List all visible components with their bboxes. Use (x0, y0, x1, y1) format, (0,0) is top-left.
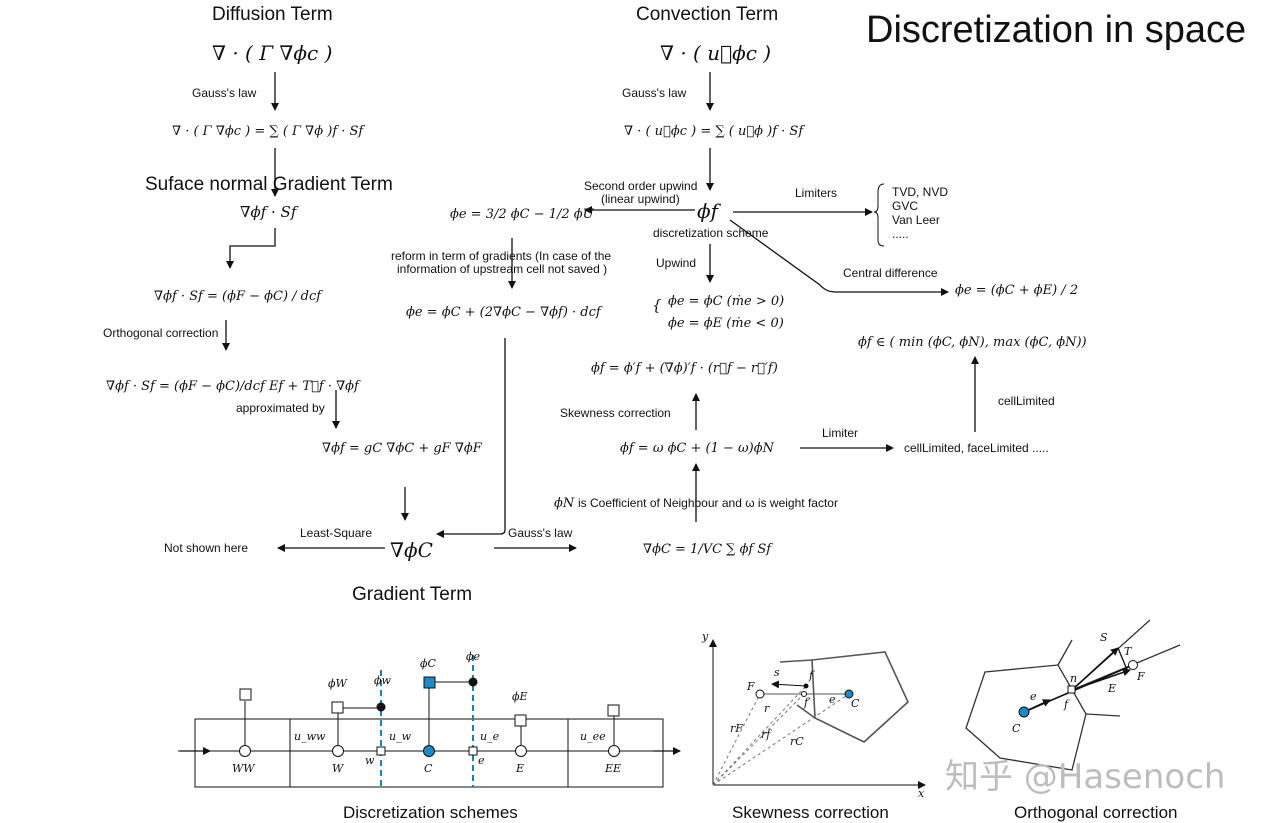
surface-normal-heading: Suface normal Gradient Term (145, 174, 393, 195)
skew-fprime-label: f′ (803, 696, 811, 709)
skew-rF-label: rF (730, 722, 743, 735)
interp-grad-eq: ∇ϕf = gC ∇ϕC + gF ∇ϕF (322, 441, 483, 456)
face-w-label: w (365, 754, 375, 767)
node-ee-label: EE (604, 762, 621, 775)
phi-e-face-label: ϕe (466, 650, 480, 663)
skew-e-label: e (829, 693, 836, 706)
orth-f-label: f (1063, 698, 1070, 711)
sngrad-simple-eq: ∇ϕf · Sf = (ϕF − ϕC) / dcf (154, 289, 323, 304)
schemes-figure: WW W C E EE w e u_ww u_w u_e u_ee ϕW ϕw … (178, 650, 681, 788)
phi-w-face-label: ϕw (374, 674, 391, 687)
skew-f-label: f (808, 669, 815, 682)
diffusion-heading: Diffusion Term (212, 4, 333, 25)
sngrad-to-simple-arrow (226, 228, 276, 269)
skew-eq: ϕf = ϕ′f + (∇ϕ)′f · (r⃗f − r⃗′f) (591, 361, 778, 376)
central-difference-eq: ϕe = (ϕC + ϕE) / 2 (955, 283, 1078, 298)
phi-w-node-label: ϕW (328, 677, 348, 690)
orthogonal-figure: S T E n e f F C (965, 619, 1181, 771)
convection-term-eq: ∇ · ( u⃗ϕc ) (660, 41, 771, 65)
phi-f-node: ϕf (697, 199, 722, 223)
u-w-label: u_w (389, 730, 412, 743)
least-square-label: Least-Square (300, 526, 372, 540)
convection-heading: Convection Term (636, 4, 778, 25)
celllimited-label: cellLimited (998, 394, 1055, 408)
coef-note: is Coefficient of Neighbour and ω is wei… (578, 496, 838, 510)
reform-eq: ϕe = ϕC + (2∇ϕC − ∇ϕf) · dcf (406, 305, 603, 320)
orth-E-label: E (1107, 682, 1116, 695)
limiters-brace (873, 183, 885, 247)
skew-r-label: r (764, 702, 770, 715)
reform-label-2: information of upstream cell not saved ) (397, 262, 607, 276)
skew-x-label: x (918, 787, 925, 800)
limiter-item-more: ..... (892, 227, 909, 241)
node-ww-label: WW (232, 762, 256, 775)
diffusion-term-eq: ∇ · ( Γ ∇ϕc ) (212, 41, 332, 65)
reform-to-gradient-arrow (436, 338, 506, 538)
disc-scheme-label: discretization scheme (653, 226, 769, 240)
schemes-caption: Discretization schemes (343, 803, 518, 822)
upwind-label: Upwind (656, 256, 696, 270)
upwind-brace: { (652, 296, 662, 314)
skew-label: Skewness correction (560, 406, 671, 420)
phi-c-label: ϕC (420, 657, 436, 670)
gradient-node: ∇ϕC (390, 538, 433, 562)
u-ww-label: u_ww (294, 730, 326, 743)
convection-gauss-label: Gauss's law (622, 86, 687, 100)
central-difference-label: Central difference (843, 266, 938, 280)
u-e-label: u_e (480, 730, 500, 743)
skewness-figure: y x F C f f′ s r rF rf rC e (701, 630, 926, 800)
phiN-symbol: ϕN (554, 496, 575, 511)
limiter-item-vanleer: Van Leer (892, 213, 940, 227)
upwind-eq-2: ϕe = ϕE (ṁe < 0) (668, 316, 784, 331)
cell-face-limited-label: cellLimited, faceLimited ..... (904, 441, 1049, 455)
skew-C-label: C (851, 697, 860, 710)
orth-n-label: n (1070, 672, 1077, 685)
orthogonal-caption: Orthogonal correction (1014, 803, 1177, 822)
skew-y-label: y (701, 630, 709, 643)
sngrad-eq: ∇ϕf · Sf (240, 203, 299, 221)
central-difference-arrow (729, 219, 949, 296)
orth-corr-label: Orthogonal correction (103, 326, 218, 340)
not-shown-label: Not shown here (164, 541, 248, 555)
face-e-label: e (478, 754, 485, 767)
node-c-label: C (424, 762, 433, 775)
orth-S-label: S (1100, 631, 1108, 644)
orth-F-label: F (1136, 670, 1145, 683)
limiter-label: Limiter (822, 426, 858, 440)
bounded-eq: ϕf ∈ ( min (ϕC, ϕN), max (ϕC, ϕN)) (858, 335, 1087, 350)
skew-s-label: s (774, 666, 780, 679)
gauss-law-grad-label: Gauss's law (508, 526, 573, 540)
upwind-eq-1: ϕe = ϕC (ṁe > 0) (668, 294, 784, 309)
orth-C-label: C (1012, 722, 1021, 735)
u-ee-label: u_ee (580, 730, 606, 743)
orth-e-label: e (1030, 690, 1037, 703)
phi-e-node-label: ϕE (512, 690, 528, 703)
main-title: Discretization in space (866, 9, 1246, 51)
diffusion-gauss-eq: ∇ · ( Γ ∇ϕc ) = ∑ ( Γ ∇ϕ )f · Sf (172, 124, 365, 139)
orth-corr-eq: ∇ϕf · Sf = (ϕF − ϕC)/dcf Ef + T⃗f · ∇ϕf (106, 379, 361, 394)
gauss-grad-eq: ∇ϕC = 1/VC ∑ ϕf Sf (643, 542, 773, 557)
limiters-label: Limiters (795, 186, 837, 200)
diffusion-gauss-label: Gauss's law (192, 86, 257, 100)
reform-label-1: reform in term of gradients (In case of … (391, 249, 611, 263)
skew-rf-label: rf (761, 728, 772, 741)
orth-T-label: T (1124, 645, 1133, 658)
convection-gauss-eq: ∇ · ( u⃗ϕc ) = ∑ ( u⃗ϕ )f · Sf (624, 124, 805, 139)
linear-upwind-eq: ϕe = 3/2 ϕC − 1/2 ϕU (450, 207, 595, 222)
weight-eq: ϕf = ω ϕC + (1 − ω)ϕN (620, 441, 775, 456)
skewness-caption: Skewness correction (732, 803, 889, 822)
skew-F-label: F (746, 680, 755, 693)
approximated-by-label: approximated by (236, 401, 325, 415)
watermark: 知乎 @Hasenoch (945, 757, 1225, 797)
skew-rC-label: rC (790, 735, 804, 748)
second-order-label: Second order upwind (584, 179, 697, 193)
gradient-heading: Gradient Term (352, 584, 472, 605)
node-e-label: E (515, 762, 524, 775)
node-w-label: W (332, 762, 345, 775)
second-order-label-2: (linear upwind) (601, 192, 680, 206)
limiter-item-tvd: TVD, NVD (892, 185, 948, 199)
limiter-item-gvc: GVC (892, 199, 918, 213)
